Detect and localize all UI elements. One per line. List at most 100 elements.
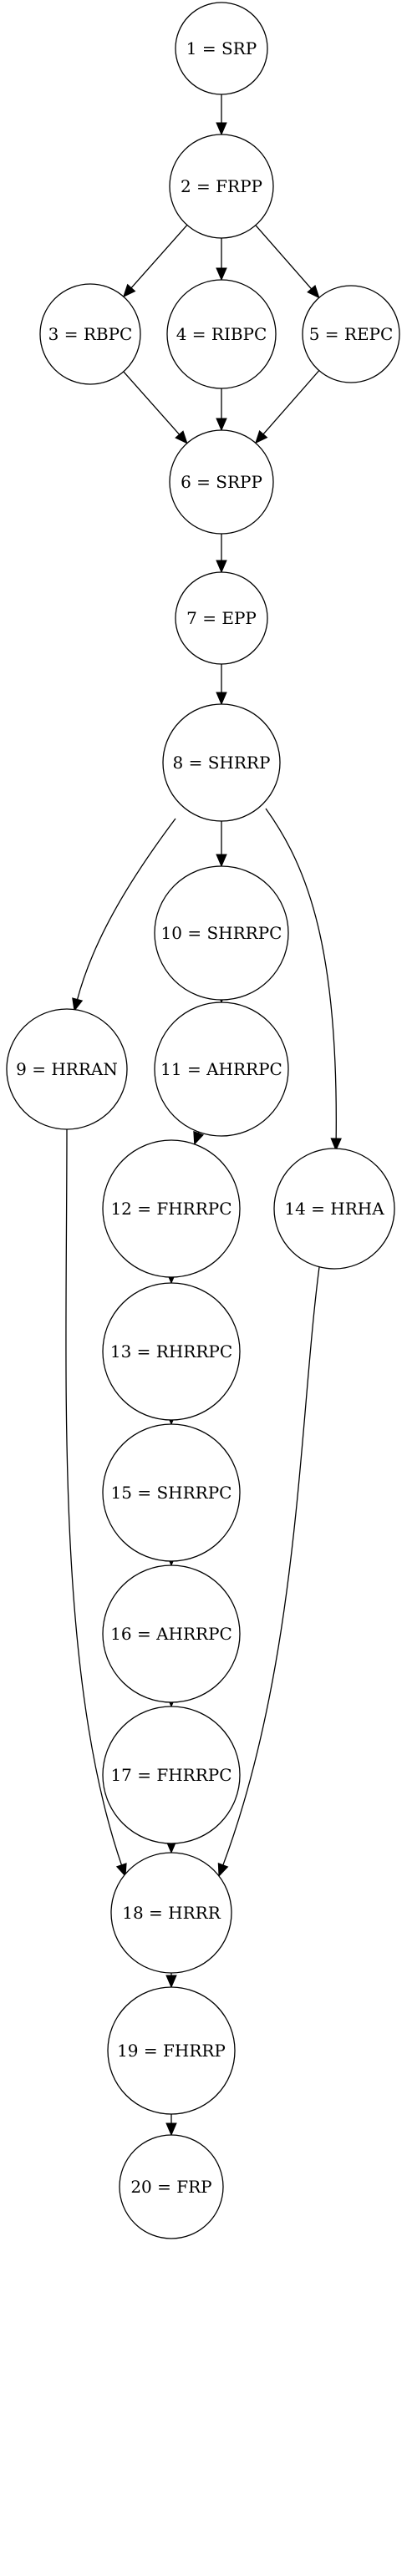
edge-2-5 [255,225,320,299]
edge-5-6 [255,370,320,444]
node-7: 7 = EPP [175,571,268,665]
node-label: 13 = RHRRPC [110,1341,232,1362]
arrowhead-icon [216,692,227,706]
node-9: 9 = HRRAN [6,1008,128,1130]
edge-line [262,370,320,436]
node-label: 6 = SRPP [181,472,262,492]
node-circle [39,283,141,385]
node-5: 5 = REPC [302,285,400,383]
node-13: 13 = RHRRPC [102,1282,241,1421]
node-circle [169,134,274,239]
node-circle [102,1423,241,1562]
node-label: 20 = FRP [130,2177,211,2197]
node-circle [119,2134,224,2239]
edge-8-9 [72,818,176,1012]
node-label: 8 = SHRRP [173,753,271,773]
edges-layer [65,94,342,2137]
node-circle [302,285,400,383]
node-circle [102,1706,241,1844]
edge-18-19 [165,1973,177,1989]
node-12: 12 = FHRRPC [102,1139,241,1278]
arrowhead-icon [193,1130,204,1146]
edge-line [255,225,313,291]
arrowhead-icon [217,1863,229,1878]
edge-line [130,224,188,290]
arrowhead-icon [307,285,320,299]
node-label: 4 = RIBPC [176,324,267,344]
edge-2-4 [216,238,227,281]
edge-line [265,808,337,1141]
node-18: 18 = HRRR [110,1852,232,1974]
node-14: 14 = HRHA [273,1148,395,1270]
arrowhead-icon [175,430,188,444]
node-circle [154,865,289,1001]
edge-line [123,371,181,437]
node-8: 8 = SHRRP [162,703,281,822]
node-16: 16 = AHRRPC [102,1564,241,1703]
node-circle [154,1001,289,1137]
edge-9-18 [65,1128,127,1878]
node-label: 14 = HRHA [284,1199,384,1219]
edge-8-10 [216,821,227,868]
edge-line [65,1128,123,1867]
node-circle [175,2,268,95]
node-label: 7 = EPP [186,608,257,628]
edge-14-18 [217,1266,320,1878]
node-circle [102,1139,241,1278]
node-4: 4 = RIBPC [166,279,277,389]
node-label: 5 = REPC [309,324,394,344]
node-label: 17 = FHRRPC [110,1765,231,1785]
arrowhead-icon [255,429,268,444]
edge-line [76,818,176,1001]
node-label: 15 = SHRRPC [111,1483,232,1503]
edge-6-7 [216,534,227,574]
edge-4-6 [216,388,227,432]
node-label: 11 = AHRRPC [160,1059,282,1079]
arrowhead-icon [330,1138,342,1152]
node-label: 12 = FHRRPC [110,1199,231,1219]
arrowhead-icon [115,1863,127,1878]
arrowhead-icon [72,997,84,1012]
node-label: 9 = HRRAN [16,1059,118,1079]
node-label: 1 = SRP [186,38,257,58]
node-17: 17 = FHRRPC [102,1706,241,1844]
node-label: 2 = FRPP [181,176,262,196]
node-circle [110,1852,232,1974]
edge-1-2 [216,94,227,136]
node-label: 18 = HRRR [122,1903,221,1923]
arrowhead-icon [216,122,227,136]
node-15: 15 = SHRRPC [102,1423,241,1562]
arrowhead-icon [165,1975,177,1989]
edge-8-14 [265,808,342,1152]
node-circle [166,279,277,389]
edge-2-3 [122,224,188,298]
edge-3-6 [123,371,188,444]
edge-19-20 [165,2114,177,2137]
node-1: 1 = SRP [175,2,268,95]
node-10: 10 = SHRRPC [154,865,289,1001]
node-circle [102,1564,241,1703]
node-label: 10 = SHRRPC [161,923,282,943]
node-circle [273,1148,395,1270]
arrowhead-icon [216,560,227,574]
arrowhead-icon [122,283,136,298]
edge-line [221,1266,320,1867]
node-label: 16 = AHRRPC [110,1624,232,1644]
node-label: 19 = FHRRP [117,2041,226,2061]
arrowhead-icon [216,267,227,281]
arrowhead-icon [216,854,227,868]
node-19: 19 = FHRRP [107,1986,236,2115]
node-circle [102,1282,241,1421]
node-circle [175,571,268,665]
node-11: 11 = AHRRPC [154,1001,289,1137]
node-20: 20 = FRP [119,2134,224,2239]
arrowhead-icon [216,418,227,432]
node-6: 6 = SRPP [169,429,274,535]
arrowhead-icon [165,2122,177,2137]
nodes-layer: 1 = SRP 2 = FRPP 3 = RBPC 4 = RIBPC 5 = REPC… [6,2,400,2239]
edge-7-8 [216,664,227,706]
node-label: 3 = RBPC [48,324,133,344]
node-circle [107,1986,236,2115]
node-2: 2 = FRPP [169,134,274,239]
